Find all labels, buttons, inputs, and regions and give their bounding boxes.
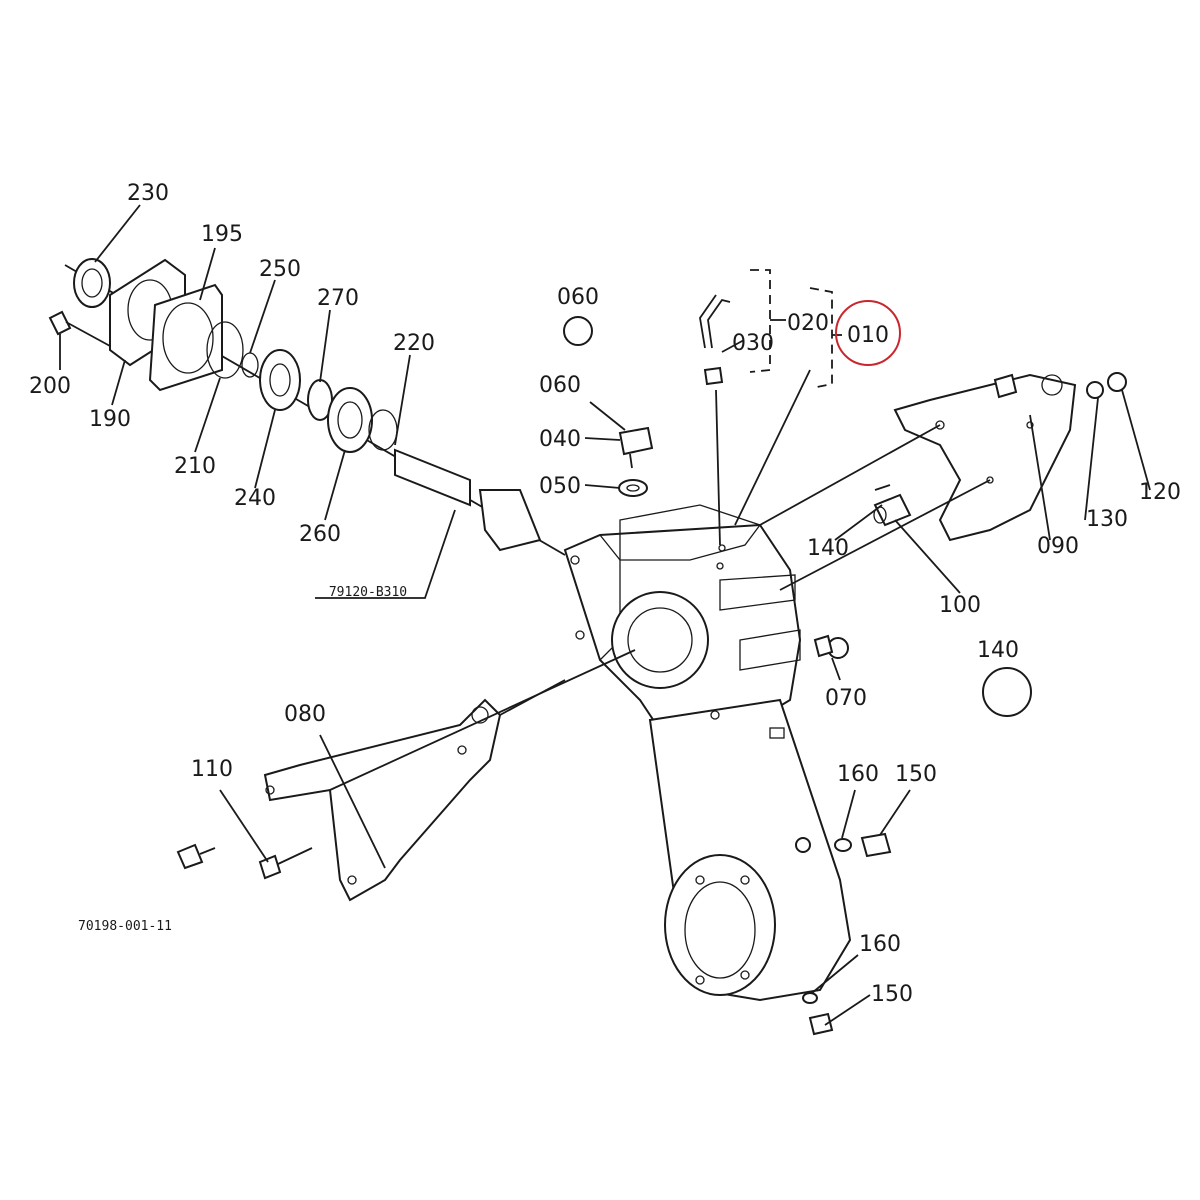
label-190: 190 <box>89 407 131 432</box>
label-080: 080 <box>284 702 326 727</box>
label-130: 130 <box>1086 507 1128 532</box>
label-150-lower: 150 <box>871 982 913 1007</box>
label-260: 260 <box>299 522 341 547</box>
label-110: 110 <box>191 757 233 782</box>
label-010: 010 <box>847 323 889 348</box>
label-200: 200 <box>29 374 71 399</box>
input-shaft-assembly <box>48 258 566 556</box>
label-100: 100 <box>939 593 981 618</box>
label-230: 230 <box>127 181 169 206</box>
label-250: 250 <box>259 257 301 282</box>
transmission-case <box>563 504 852 1002</box>
leader-lines <box>59 204 1151 1026</box>
label-050: 050 <box>539 474 581 499</box>
part-labels: 230 195 250 270 220 200 190 210 240 260 … <box>29 181 1181 1007</box>
drawing-number: 70198-001-11 <box>78 919 172 934</box>
label-030: 030 <box>732 331 774 356</box>
highlight-circle <box>835 300 901 366</box>
label-120: 120 <box>1139 480 1181 505</box>
left-bracket <box>176 649 636 902</box>
lower-fasteners <box>795 832 892 1036</box>
subassembly-number: 79120-B310 <box>329 585 407 600</box>
label-270: 270 <box>317 286 359 311</box>
label-210: 210 <box>174 454 216 479</box>
label-060-plug: 060 <box>539 373 581 398</box>
label-060-decal: 060 <box>557 285 599 310</box>
label-220: 220 <box>393 331 435 356</box>
label-140-decal: 140 <box>977 638 1019 663</box>
breather-and-plug <box>563 294 811 546</box>
label-140-pin: 140 <box>807 536 849 561</box>
label-070: 070 <box>825 686 867 711</box>
label-160-lower: 160 <box>859 932 901 957</box>
label-040: 040 <box>539 427 581 452</box>
label-160-upper: 160 <box>837 762 879 787</box>
label-020: 020 <box>787 311 829 336</box>
label-195: 195 <box>201 222 243 247</box>
label-150-upper: 150 <box>895 762 937 787</box>
label-090: 090 <box>1037 534 1079 559</box>
label-240: 240 <box>234 486 276 511</box>
